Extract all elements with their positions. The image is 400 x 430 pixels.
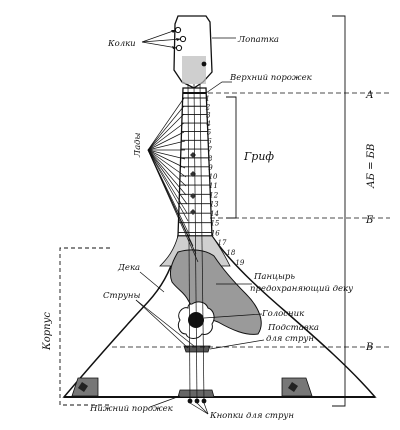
fret-number: 19 xyxy=(235,259,244,267)
fingerboard-bracket xyxy=(226,96,237,219)
label-headstock: Лопатка xyxy=(237,35,279,45)
fret-number: 2 xyxy=(205,103,211,111)
label-saddle: Нижний порожек xyxy=(89,404,174,414)
label-pickguard-1: Панцырь xyxy=(253,272,295,282)
label-bridge-1: Подставка xyxy=(267,323,319,333)
fret-number: 7 xyxy=(207,146,212,154)
fret-number: 8 xyxy=(208,155,213,163)
fret-number: 3 xyxy=(206,112,211,120)
leader-lines xyxy=(135,29,265,415)
reference-lines xyxy=(112,92,390,348)
pickguard xyxy=(169,249,262,335)
fret-number: 5 xyxy=(207,129,212,137)
label-pickguard-2: предохраняющий деку xyxy=(250,284,353,294)
fret-number: 11 xyxy=(209,182,218,190)
marker-a: А xyxy=(365,90,374,101)
fret-number: 12 xyxy=(209,191,218,199)
label-fingerboard: Гриф xyxy=(243,150,274,163)
label-body: Корпус xyxy=(42,312,53,351)
body-bracket xyxy=(59,247,110,406)
fret-number: 13 xyxy=(210,201,219,209)
marker-b: Б xyxy=(365,215,374,226)
marker-span: АБ = БВ xyxy=(366,144,377,189)
label-bridge-2: для струн xyxy=(266,334,314,344)
saddle-block xyxy=(177,389,215,398)
marker-v: В xyxy=(365,342,373,353)
label-pegs: Колки xyxy=(107,39,136,49)
label-nut: Верхний порожек xyxy=(229,73,313,83)
height-bracket xyxy=(332,15,346,407)
headstock xyxy=(173,15,213,89)
fret-number: 18 xyxy=(226,249,235,257)
arrowheads xyxy=(171,30,181,49)
fret-number: 1 xyxy=(205,95,209,103)
fret-number: 6 xyxy=(207,137,212,145)
label-deck: Дека xyxy=(117,263,140,273)
label-frets: Лады xyxy=(133,132,143,158)
fret-number: 4 xyxy=(205,120,210,128)
fret-number: 15 xyxy=(210,220,219,228)
label-strings: Струны xyxy=(103,291,141,301)
fret-number: 9 xyxy=(208,164,213,172)
fret-number: 17 xyxy=(218,239,227,247)
fret-number: 16 xyxy=(211,229,220,237)
body-outline xyxy=(62,235,377,404)
label-soundhole: Голосник xyxy=(261,309,305,319)
fret-number: 10 xyxy=(209,173,218,181)
labels: Колки Лопатка Верхний порожек Лады Гриф … xyxy=(42,35,377,421)
fret-number: 14 xyxy=(210,210,219,218)
peg-icon xyxy=(201,61,207,67)
label-string-buttons: Кнопки для струн xyxy=(209,411,294,421)
